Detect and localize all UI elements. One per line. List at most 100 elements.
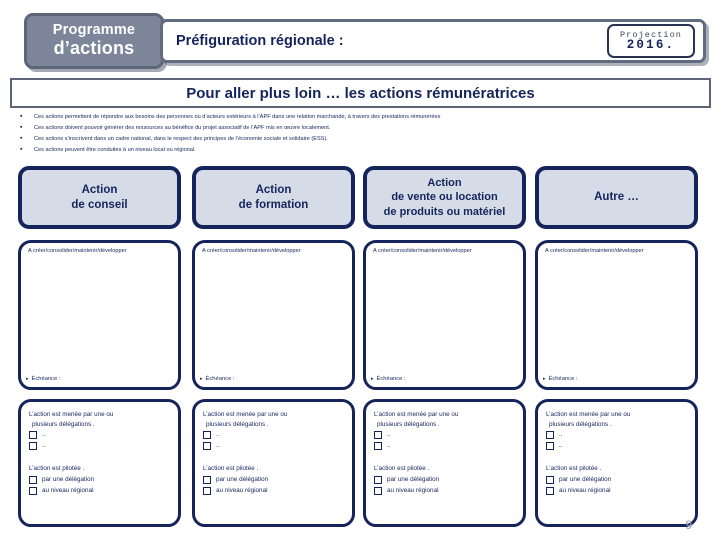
lead-statement-line: L’action est menée par une ou xyxy=(374,411,459,418)
page-number: 9 xyxy=(685,518,692,532)
echeance-label: Échéance : xyxy=(548,376,578,382)
checkbox-row[interactable]: par une délégation xyxy=(203,475,352,485)
checkbox-row[interactable]: .. xyxy=(546,441,695,451)
checkbox-icon[interactable] xyxy=(203,486,211,495)
checkbox-label: .. xyxy=(387,442,391,449)
action-column-vente: Action de vente ou location de produits … xyxy=(363,166,526,531)
checkbox-icon[interactable] xyxy=(29,442,37,450)
checkbox-icon[interactable] xyxy=(374,475,382,484)
column-header-card: Action de formation xyxy=(192,166,355,229)
checkbox-icon[interactable] xyxy=(203,475,211,484)
echeance-label: Échéance : xyxy=(31,376,61,382)
action-description-box[interactable]: A créer/consolider/maintenir/développer … xyxy=(192,240,355,390)
bullet-list: ▪ Ces actions permettent de répondre aux… xyxy=(14,112,704,156)
column-header-line: Action xyxy=(427,177,462,190)
checkbox-row[interactable]: au niveau régional xyxy=(203,486,352,496)
bullet-marker-icon: ▸ xyxy=(26,376,29,382)
list-item: ▪ Ces actions s’inscrivent dans un cadre… xyxy=(14,134,704,144)
checkbox-row[interactable]: .. xyxy=(374,430,523,440)
checkbox-label: .. xyxy=(387,431,391,438)
echeance-label: Échéance : xyxy=(376,376,406,382)
bullet-marker-icon: ▸ xyxy=(371,376,374,382)
lead-statement-line: L’action est menée par une ou xyxy=(29,411,114,418)
checkbox-label: par une délégation xyxy=(387,475,440,483)
action-ownership-box: L’action est menée par une ou plusieurs … xyxy=(363,399,526,527)
checkbox-icon[interactable] xyxy=(374,431,382,439)
checkbox-label: au niveau régional xyxy=(42,486,94,494)
action-status-note: A créer/consolider/maintenir/développer xyxy=(28,248,127,254)
checkbox-icon[interactable] xyxy=(29,486,37,495)
checkbox-icon[interactable] xyxy=(29,475,37,484)
column-header-line: Autre … xyxy=(594,191,639,204)
checkbox-label: au niveau régional xyxy=(216,486,268,494)
lead-statement-line: plusieurs délégations . xyxy=(32,420,95,428)
lead-statement-line: plusieurs délégations . xyxy=(549,420,612,428)
checkbox-row[interactable]: par une délégation xyxy=(546,475,695,485)
checkbox-row[interactable]: .. xyxy=(29,441,178,451)
action-ownership-box: L’action est menée par une ou plusieurs … xyxy=(192,399,355,527)
projection-label: Projection xyxy=(619,29,682,40)
checkbox-row[interactable]: .. xyxy=(203,441,352,451)
slide-header: Programme d’actions Préfiguration région… xyxy=(0,0,720,72)
checkbox-label: au niveau régional xyxy=(559,486,611,494)
lead-statement-line: plusieurs délégations . xyxy=(206,420,269,428)
checkbox-label: .. xyxy=(216,431,220,438)
action-description-box[interactable]: A créer/consolider/maintenir/développer … xyxy=(18,240,181,390)
checkbox-icon[interactable] xyxy=(203,442,211,450)
checkbox-icon[interactable] xyxy=(374,486,382,495)
page-title: Préfiguration régionale : xyxy=(176,33,344,49)
bullet-marker-icon: ▪ xyxy=(20,113,23,120)
checkbox-row[interactable]: par une délégation xyxy=(374,475,523,485)
column-header-line: de produits ou matériel xyxy=(383,205,506,218)
column-header-line: Action xyxy=(81,183,118,196)
action-description-box[interactable]: A créer/consolider/maintenir/développer … xyxy=(535,240,698,390)
column-header-card: Action de conseil xyxy=(18,166,181,229)
checkbox-row[interactable]: au niveau régional xyxy=(374,486,523,496)
echeance-field: ▸Échéance : xyxy=(200,376,235,382)
projection-badge: Projection 2016. xyxy=(607,24,695,58)
column-header-card: Autre … xyxy=(535,166,698,229)
action-status-note: A créer/consolider/maintenir/développer xyxy=(545,248,644,254)
checkbox-icon[interactable] xyxy=(203,431,211,439)
column-header-line: de formation xyxy=(238,198,309,211)
checkbox-row[interactable]: au niveau régional xyxy=(546,486,695,496)
spacer xyxy=(203,451,352,464)
list-item: ▪ Ces actions permettent de répondre aux… xyxy=(14,112,704,122)
checkbox-row[interactable]: .. xyxy=(203,430,352,440)
echeance-field: ▸Échéance : xyxy=(543,376,578,382)
checkbox-icon[interactable] xyxy=(546,431,554,439)
lead-statement-line: L’action est menée par une ou xyxy=(203,411,288,418)
action-column-conseil: Action de conseil A créer/consolider/mai… xyxy=(18,166,181,531)
echeance-label: Échéance : xyxy=(205,376,235,382)
checkbox-label: par une délégation xyxy=(216,475,269,483)
checkbox-label: .. xyxy=(559,431,563,438)
list-item: ▪ Ces actions peuvent être conduites à u… xyxy=(14,145,704,155)
programme-actions-badge: Programme d’actions xyxy=(24,13,164,69)
checkbox-label: au niveau régional xyxy=(387,486,439,494)
checkbox-row[interactable]: .. xyxy=(546,430,695,440)
checkbox-label: par une délégation xyxy=(42,475,95,483)
bullet-text: Ces actions s’inscrivent dans un cadre n… xyxy=(34,136,328,142)
checkbox-row[interactable]: par une délégation xyxy=(29,475,178,485)
projection-year: 2016. xyxy=(626,38,676,52)
checkbox-row[interactable]: .. xyxy=(374,441,523,451)
checkbox-label: .. xyxy=(42,431,46,438)
checkbox-label: .. xyxy=(42,442,46,449)
checkbox-icon[interactable] xyxy=(546,475,554,484)
bullet-marker-icon: ▪ xyxy=(20,124,23,131)
section-title-banner: Pour aller plus loin … les actions rémun… xyxy=(10,78,711,108)
checkbox-icon[interactable] xyxy=(374,442,382,450)
pilot-statement-line: L’action est pilotée . xyxy=(203,465,259,472)
checkbox-row[interactable]: .. xyxy=(29,430,178,440)
checkbox-icon[interactable] xyxy=(546,486,554,495)
checkbox-label: .. xyxy=(559,442,563,449)
checkbox-icon[interactable] xyxy=(546,442,554,450)
checkbox-icon[interactable] xyxy=(29,431,37,439)
checkbox-row[interactable]: au niveau régional xyxy=(29,486,178,496)
spacer xyxy=(546,451,695,464)
bullet-marker-icon: ▸ xyxy=(543,376,546,382)
bullet-marker-icon: ▪ xyxy=(20,146,23,153)
pilot-statement-line: L’action est pilotée . xyxy=(374,465,430,472)
action-description-box[interactable]: A créer/consolider/maintenir/développer … xyxy=(363,240,526,390)
action-ownership-box: L’action est menée par une ou plusieurs … xyxy=(535,399,698,527)
